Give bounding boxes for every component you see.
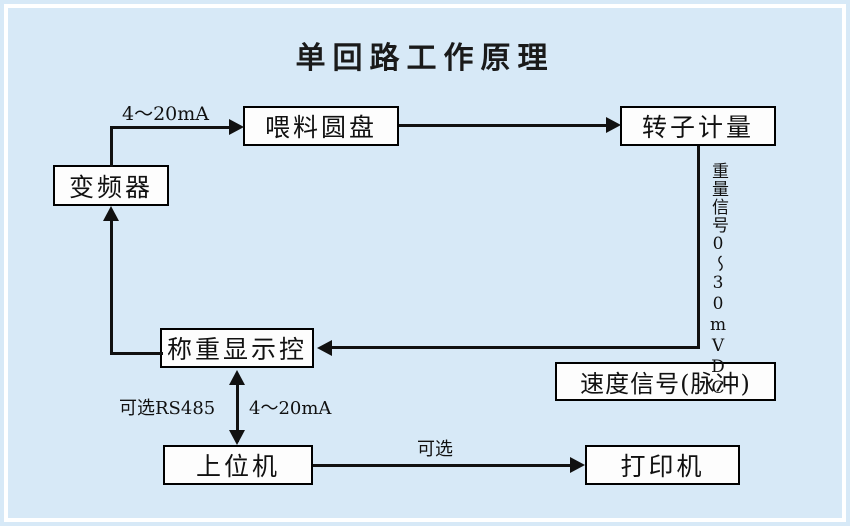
edge-label-host-rs485: 可选RS485 <box>119 398 216 419</box>
edge-weighing-to-inverter-horizontal <box>110 352 163 355</box>
node-inverter[interactable]: 变频器 <box>53 165 169 206</box>
arrowhead-printer <box>570 457 585 473</box>
edge-label-host-to-printer: 可选 <box>417 439 453 460</box>
edge-label-host-current-loop: 4～20mA <box>249 398 332 419</box>
node-rotor-meter[interactable]: 转子计量 <box>620 106 776 146</box>
node-printer[interactable]: 打印机 <box>585 445 740 485</box>
node-host-computer[interactable]: 上位机 <box>163 445 313 485</box>
arrowhead-inverter <box>103 206 119 221</box>
node-speed-signal[interactable]: 速度信号(脉冲) <box>555 362 776 401</box>
node-weighing-display[interactable]: 称重显示控 <box>160 328 314 368</box>
diagram-title: 单回路工作原理 <box>295 41 555 76</box>
edge-rotor-to-weighing-vertical <box>697 146 700 349</box>
edge-rotor-to-weighing-horizontal <box>330 346 700 349</box>
arrowhead-host-computer <box>229 430 245 445</box>
edge-host-to-weighing-vertical <box>236 384 239 442</box>
edge-weighing-to-inverter-vertical <box>110 220 113 355</box>
node-feeder-disc[interactable]: 喂料圆盘 <box>243 106 399 146</box>
arrowhead-weighing-from-host <box>229 370 245 385</box>
arrowhead-rotor-meter <box>606 117 621 133</box>
edge-label-inverter-to-feeder: 4～20mA <box>122 103 210 125</box>
edge-inverter-to-feeder-vertical <box>110 126 113 167</box>
edge-label-rotor-to-weighing: 重量信号0～30mVDC <box>708 162 728 399</box>
arrowhead-feeder-disc <box>229 119 244 135</box>
arrowhead-weighing-display <box>317 340 332 356</box>
edge-feeder-to-rotor <box>399 124 611 127</box>
edge-inverter-to-feeder-horizontal <box>110 126 233 129</box>
edge-host-to-printer <box>313 464 575 467</box>
